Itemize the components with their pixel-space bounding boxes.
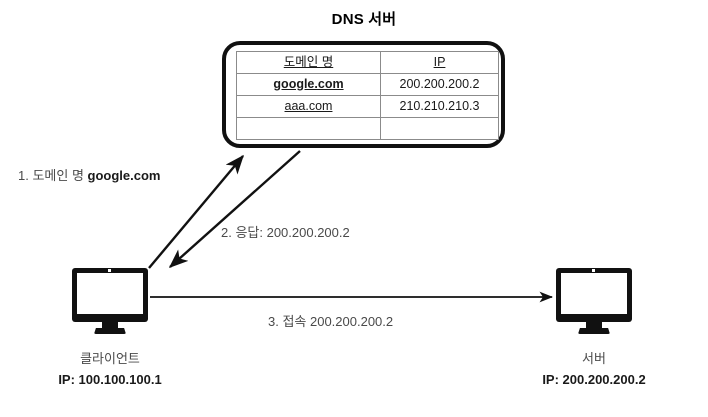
monitor-stand-neck	[102, 322, 118, 330]
client-caption: 클라이언트	[80, 351, 140, 366]
monitor-screen	[561, 273, 627, 314]
column-header-domain: 도메인 명	[236, 51, 381, 74]
table-row: aaa.com 210.210.210.3	[236, 95, 499, 118]
monitor-stand-neck	[586, 322, 602, 330]
table-header-row: 도메인 명 IP	[236, 51, 499, 74]
monitor-stand-base	[94, 328, 126, 334]
cell-ip-google: 200.200.200.2	[380, 73, 499, 96]
table-row: google.com 200.200.200.2	[236, 73, 499, 96]
server-ip-label: IP: 200.200.200.2	[542, 372, 646, 387]
monitor-stand-base	[578, 328, 610, 334]
step-3-label: 3. 접속 200.200.200.2	[268, 314, 394, 329]
monitor-camera-dot	[592, 269, 595, 272]
server-caption: 서버	[582, 351, 606, 366]
arrow-request-to-dns	[148, 154, 244, 269]
table-row	[236, 117, 499, 140]
dns-record-table: 도메인 명 IP google.com 200.200.200.2 aaa.co…	[236, 51, 499, 140]
cell-domain-aaa: aaa.com	[236, 95, 381, 118]
step-1-label: 1. 도메인 명 google.com	[18, 168, 161, 183]
column-header-ip: IP	[380, 51, 499, 74]
client-ip-label: IP: 100.100.100.1	[58, 372, 162, 387]
cell-domain-empty	[236, 117, 381, 140]
step-2-label: 2. 응답: 200.200.200.2	[221, 225, 350, 240]
arrow-response-to-client	[168, 150, 301, 268]
cell-ip-aaa: 210.210.210.3	[380, 95, 499, 118]
monitor-camera-dot	[108, 269, 111, 272]
cell-domain-google: google.com	[236, 73, 381, 96]
monitor-screen	[77, 273, 143, 314]
dns-server-title: DNS 서버	[331, 11, 397, 28]
cell-ip-empty	[380, 117, 499, 140]
